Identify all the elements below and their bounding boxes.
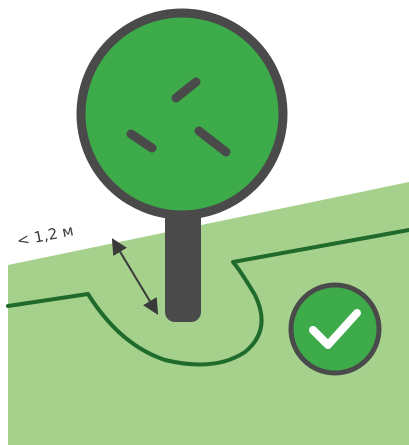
tree-icon	[81, 13, 283, 215]
tree-canopy	[81, 13, 283, 215]
check-circle-icon	[291, 285, 379, 373]
distance-label: < 1,2 м	[15, 221, 75, 250]
